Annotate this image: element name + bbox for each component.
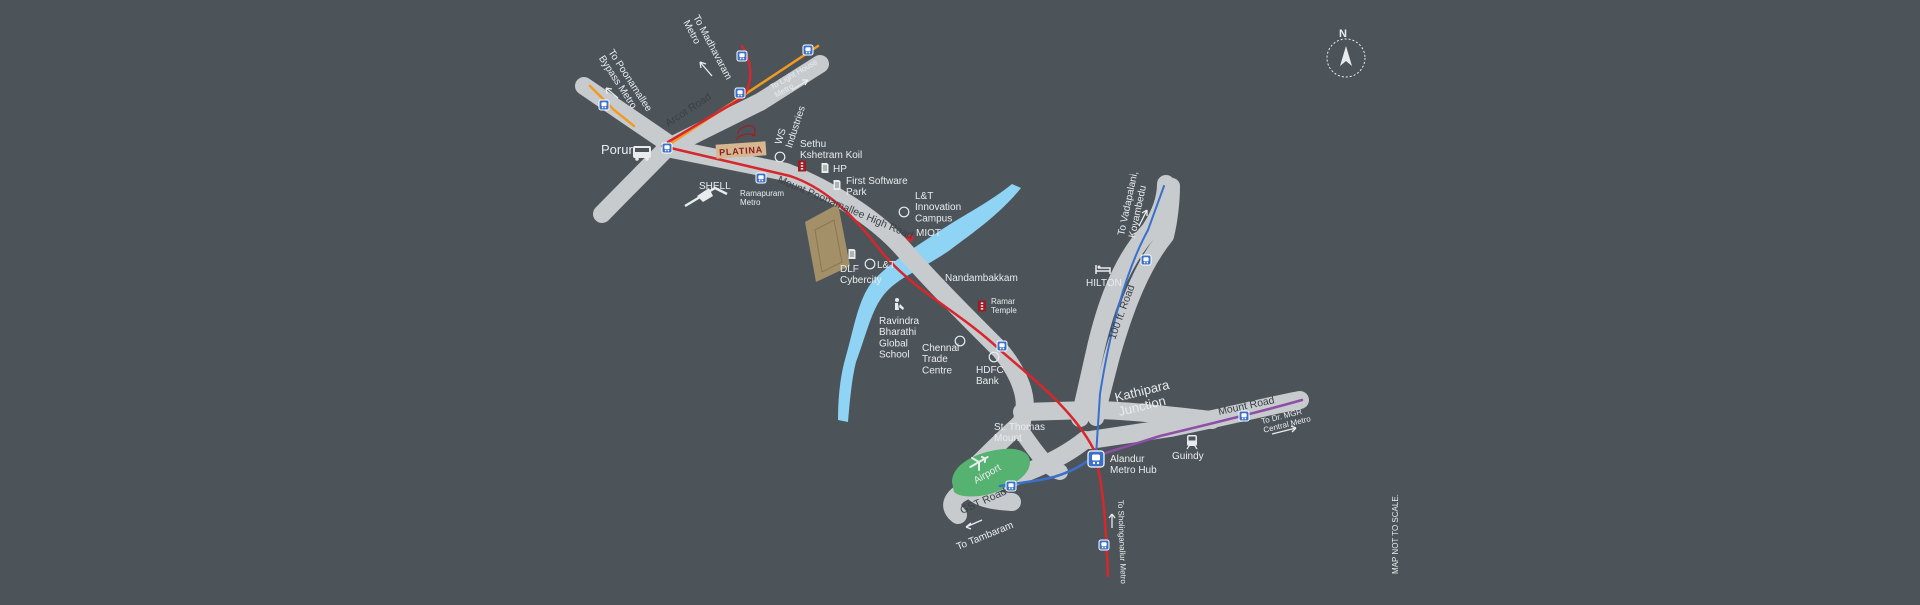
- metro-icon: [734, 87, 746, 99]
- landmark-ring-icon: [898, 206, 910, 218]
- bus-icon: [633, 146, 651, 161]
- madhavaram-direction-label: To MadhavaramMetro: [680, 13, 733, 87]
- fuel-pump-icon: [684, 186, 728, 208]
- landmark-ring-icon: [864, 258, 876, 270]
- hotel-bed-icon: [1095, 265, 1111, 274]
- lt-label: L&T: [877, 260, 895, 271]
- compass-north-label: N: [1339, 28, 1347, 40]
- tambaram-direction-label: To Tambaram: [955, 520, 1015, 553]
- platina-logo-text: PLATINA: [719, 144, 764, 157]
- metro-icon: [598, 99, 610, 111]
- office-icon: [833, 179, 841, 191]
- platina-logo: PLATINA: [715, 125, 767, 159]
- airplane-icon: [969, 455, 989, 472]
- ws-industries-icon: [774, 151, 786, 163]
- miot-marker-icon: [906, 234, 914, 242]
- metro-icon: [755, 172, 767, 184]
- river: [838, 184, 1021, 422]
- metro-icon: [661, 142, 673, 154]
- metro-icon: [802, 44, 814, 56]
- metro-icon: [1005, 480, 1017, 492]
- metro-icon: [1098, 539, 1110, 551]
- light-house-direction-label: To Light HouseMetro: [769, 57, 825, 100]
- compass: N: [1326, 28, 1366, 78]
- direction-arrows: [605, 61, 1297, 530]
- hilton-label: HILTON: [1086, 278, 1122, 289]
- hp-label: HP: [833, 164, 847, 175]
- guindy-label: Guindy: [1172, 451, 1204, 462]
- dlf-cybercity-block: [805, 204, 850, 282]
- alandur-hub-icon: [1087, 450, 1105, 468]
- metro-icon: [996, 340, 1008, 352]
- shell-label: SHELL: [699, 181, 731, 192]
- school-icon: [895, 298, 904, 310]
- train-icon: [1186, 435, 1198, 450]
- nandambakkam-label: Nandambakkam: [945, 273, 1018, 284]
- porur-label: Porur: [601, 142, 633, 157]
- temple-icon: [798, 160, 806, 172]
- office-icon: [821, 162, 829, 174]
- office-icon: [848, 248, 856, 260]
- scale-note: MAP NOT TO SCALE.: [1391, 494, 1400, 574]
- miot-label: MIOT: [916, 228, 941, 239]
- temple-icon: [978, 300, 986, 312]
- kathipara-junction-label: KathiparaJunction: [1113, 377, 1175, 419]
- road-network: [575, 55, 1309, 524]
- sholinganallur-direction-label: To Sholinganallur Metro: [1116, 500, 1128, 585]
- metro-icon: [736, 50, 748, 62]
- metro-icon: [1140, 254, 1152, 266]
- north-arrow-icon: [1340, 46, 1352, 66]
